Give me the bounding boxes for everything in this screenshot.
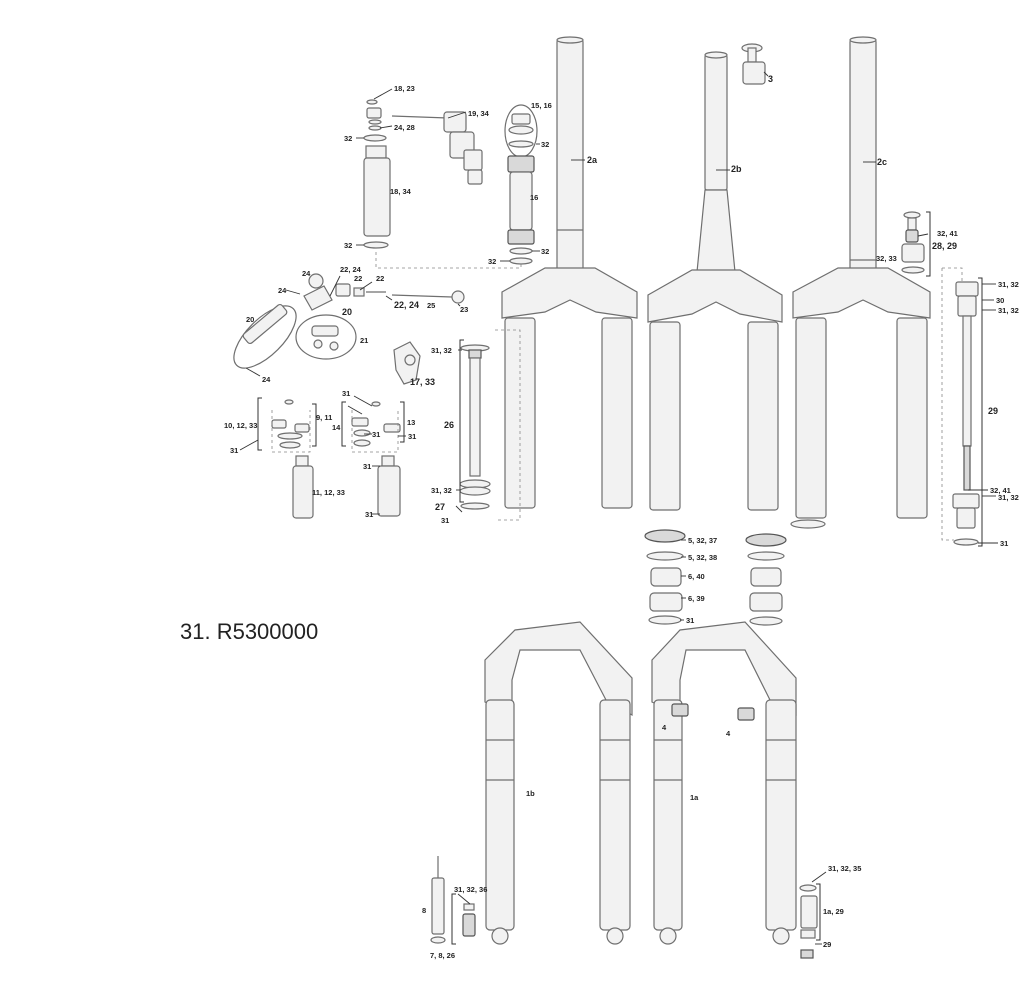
callout-20: 20 <box>246 315 254 324</box>
callout-24: 24 <box>262 375 271 384</box>
callout-32: 32 <box>488 257 496 266</box>
callout-22: 22 <box>354 274 362 283</box>
callout-23: 23 <box>460 305 468 314</box>
lower-leg-1b <box>484 621 633 945</box>
callout-32: 32 <box>344 134 352 143</box>
crown-steerer-2b <box>647 51 783 511</box>
damper-cartridge-18-34 <box>363 99 391 249</box>
callout-1a: 1a <box>690 793 699 802</box>
callout-31-32: 31, 32 <box>998 493 1019 502</box>
callout-2a: 2a <box>587 155 598 165</box>
callout-6-40: 6, 40 <box>688 572 705 581</box>
callout-1b: 1b <box>526 789 535 798</box>
callout-15-16: 15, 16 <box>531 101 552 110</box>
lower-leg-1a <box>651 621 797 945</box>
callout-31: 31 <box>342 389 350 398</box>
top-cap-3 <box>741 43 766 85</box>
callout-31-32: 31, 32 <box>431 486 452 495</box>
callout-31: 31 <box>408 432 416 441</box>
callout-5-32-38: 5, 32, 38 <box>688 553 717 562</box>
callout-17-33: 17, 33 <box>410 377 435 387</box>
seal-stack-right <box>745 533 787 626</box>
part-reference-caption: 31. R5300000 <box>180 619 319 644</box>
callout-22-24: 22, 24 <box>394 300 419 310</box>
callout-labels: 18, 23 19, 34 24, 28 32 18, 34 32 15, 16… <box>224 74 1019 960</box>
callout-14: 14 <box>332 423 341 432</box>
callout-24: 24 <box>302 269 311 278</box>
callout-32: 32 <box>344 241 352 250</box>
callout-8: 8 <box>422 906 426 915</box>
lockout-lever-cluster <box>233 273 465 369</box>
callout-31: 31 <box>441 516 449 525</box>
bottom-bolt-parts <box>430 856 818 959</box>
callout-29: 29 <box>988 406 998 416</box>
callout-31-32-36: 31, 32, 36 <box>454 885 487 894</box>
leader-lines <box>239 71 998 945</box>
callout-22: 22 <box>376 274 384 283</box>
callout-32-41: 32, 41 <box>937 229 958 238</box>
callout-31-32-35: 31, 32, 35 <box>828 864 861 873</box>
callout-5-32-37: 5, 32, 37 <box>688 536 717 545</box>
callout-10-12-33: 10, 12, 33 <box>224 421 257 430</box>
callout-21: 21 <box>360 336 368 345</box>
seal-stack-left <box>644 529 686 625</box>
callout-25: 25 <box>427 301 435 310</box>
callout-11-12-33: 11, 12, 33 <box>312 488 345 497</box>
compression-damper-15-16 <box>504 104 538 265</box>
callout-31: 31 <box>363 462 371 471</box>
callout-32: 32 <box>541 140 549 149</box>
crown-steerer-2c <box>790 36 931 529</box>
callout-18-34: 18, 34 <box>390 187 412 196</box>
callout-4: 4 <box>662 723 667 732</box>
callout-26: 26 <box>444 420 454 430</box>
callout-1a-29: 1a, 29 <box>823 907 844 916</box>
callout-30: 30 <box>996 296 1004 305</box>
callout-20: 20 <box>342 307 352 317</box>
damper-shaft-26 <box>459 329 521 521</box>
callout-16: 16 <box>530 193 538 202</box>
callout-2b: 2b <box>731 164 742 174</box>
callout-24: 24 <box>278 286 287 295</box>
callout-31: 31 <box>686 616 694 625</box>
callout-2c: 2c <box>877 157 887 167</box>
remote-clamp-17-33 <box>393 341 421 385</box>
callout-13: 13 <box>407 418 415 427</box>
callout-18-23: 18, 23 <box>394 84 415 93</box>
callout-32-41: 32, 41 <box>990 486 1011 495</box>
callout-32: 32 <box>541 247 549 256</box>
callout-24-28: 24, 28 <box>394 123 415 132</box>
air-spring-parts <box>901 211 980 546</box>
callout-9-11: 9, 11 <box>316 413 332 422</box>
crown-steerer-2a <box>501 36 638 509</box>
callout-31-32: 31, 32 <box>998 306 1019 315</box>
charger-cartridge-left <box>271 399 314 519</box>
callout-31: 31 <box>230 446 238 455</box>
callout-22-24: 22, 24 <box>340 265 362 274</box>
charger-cartridge-center <box>351 401 401 517</box>
callout-31: 31 <box>372 430 380 439</box>
callout-29: 29 <box>823 940 831 949</box>
callout-31: 31 <box>365 510 373 519</box>
callout-27: 27 <box>435 502 445 512</box>
callout-6-39: 6, 39 <box>688 594 705 603</box>
callout-4: 4 <box>726 729 731 738</box>
callout-31-32: 31, 32 <box>998 280 1019 289</box>
callout-31: 31 <box>1000 539 1008 548</box>
callout-19-34: 19, 34 <box>468 109 490 118</box>
callout-7-8-26: 7, 8, 26 <box>430 951 455 960</box>
callout-3: 3 <box>768 74 773 84</box>
callout-32-33: 32, 33 <box>876 254 897 263</box>
remote-lever-19-34 <box>391 111 483 185</box>
callout-28-29: 28, 29 <box>932 241 957 251</box>
callout-31-32: 31, 32 <box>431 346 452 355</box>
